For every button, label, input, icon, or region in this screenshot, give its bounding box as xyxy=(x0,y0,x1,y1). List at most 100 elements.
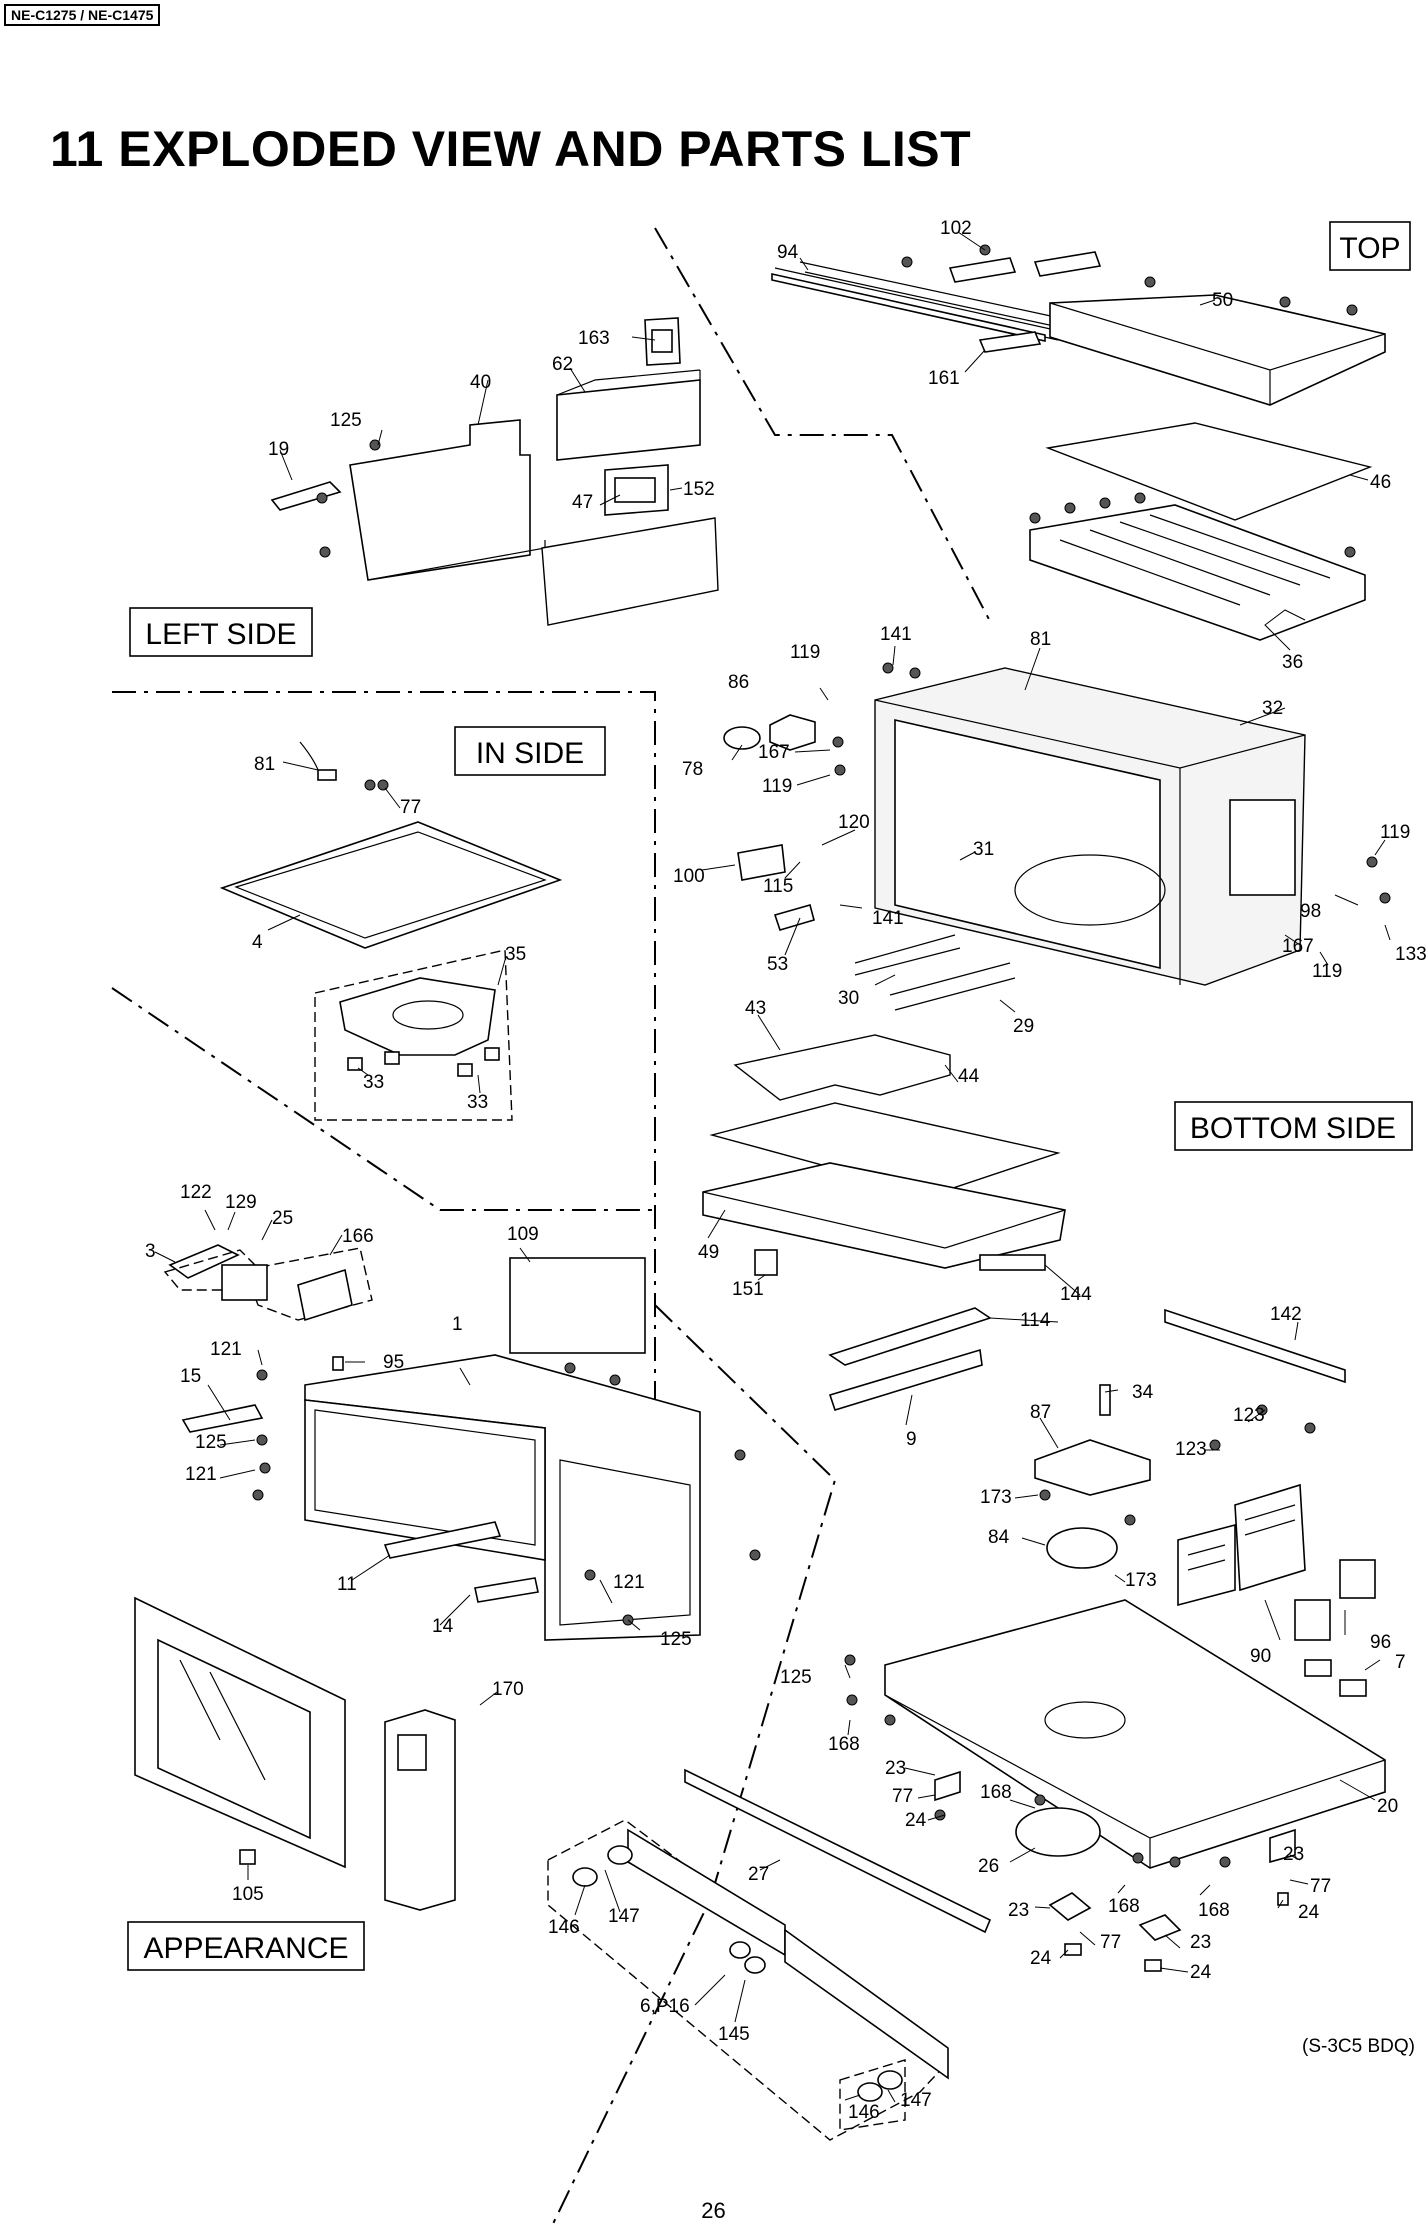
part-label: 146 xyxy=(848,2102,880,2123)
bottom-side-section xyxy=(702,1034,1376,1697)
part-label: 121 xyxy=(185,1464,217,1485)
part-label: 77 xyxy=(1100,1932,1121,1953)
in-side-section xyxy=(219,741,563,1121)
oven-cavity xyxy=(723,662,1391,1011)
part-label: 24 xyxy=(1298,1902,1320,1923)
part-label: 163 xyxy=(578,328,610,349)
part-label: 168 xyxy=(828,1734,860,1755)
section-top: TOP xyxy=(1329,221,1411,271)
part-label: 20 xyxy=(1377,1796,1398,1817)
part-label: 168 xyxy=(980,1782,1012,1803)
part-label: 78 xyxy=(682,759,703,780)
part-label: 168 xyxy=(1108,1896,1140,1917)
page-title: 11 EXPLODED VIEW AND PARTS LIST xyxy=(50,121,972,177)
part-label: 24 xyxy=(1030,1948,1052,1969)
outer-case xyxy=(163,1244,761,1641)
part-label: 96 xyxy=(1370,1632,1391,1653)
part-label: 122 xyxy=(180,1182,212,1203)
svg-text:APPEARANCE: APPEARANCE xyxy=(143,1932,348,1965)
part-label: 33 xyxy=(363,1072,384,1093)
part-label: 94 xyxy=(777,242,799,263)
appearance-section xyxy=(134,1596,456,1911)
part-label: 31 xyxy=(973,839,994,860)
part-label: 152 xyxy=(683,479,715,500)
part-label: 125 xyxy=(330,410,362,431)
part-label: 23 xyxy=(1283,1844,1304,1865)
part-label: 100 xyxy=(673,866,705,887)
part-label: 19 xyxy=(268,439,289,460)
part-label: 146 xyxy=(548,1917,580,1938)
part-label: 145 xyxy=(718,2024,750,2045)
part-label: 84 xyxy=(988,1527,1010,1548)
top-section xyxy=(771,244,1386,641)
part-label: 173 xyxy=(1125,1570,1157,1591)
part-label: 173 xyxy=(980,1487,1012,1508)
svg-text:LEFT SIDE: LEFT SIDE xyxy=(145,618,296,651)
part-label: 141 xyxy=(872,908,904,929)
part-label: 87 xyxy=(1030,1402,1051,1423)
svg-text:BOTTOM SIDE: BOTTOM SIDE xyxy=(1190,1112,1396,1145)
part-label: 98 xyxy=(1300,901,1321,922)
part-label: 125 xyxy=(660,1629,692,1650)
part-label: 141 xyxy=(880,624,912,645)
part-label: 121 xyxy=(613,1572,645,1593)
bottom-plate xyxy=(547,1599,1386,2141)
part-label: 147 xyxy=(608,1906,640,1927)
part-label: 129 xyxy=(225,1192,257,1213)
part-label: 29 xyxy=(1013,1016,1034,1037)
part-label: 33 xyxy=(467,1092,488,1113)
part-label: 3 xyxy=(145,1241,156,1262)
part-label: 4 xyxy=(252,932,263,953)
part-label: 9 xyxy=(906,1429,917,1450)
leader-lines xyxy=(154,231,1391,2103)
part-label: 168 xyxy=(1198,1900,1230,1921)
section-appearance: APPEARANCE xyxy=(127,1921,365,1971)
part-label: 170 xyxy=(492,1679,524,1700)
part-label: 109 xyxy=(507,1224,539,1245)
part-label: 46 xyxy=(1370,472,1391,493)
part-label: 25 xyxy=(272,1208,293,1229)
part-label: 166 xyxy=(342,1226,374,1247)
part-label: 123 xyxy=(1175,1439,1207,1460)
part-label: 144 xyxy=(1060,1284,1092,1305)
svg-text:IN SIDE: IN SIDE xyxy=(476,737,584,770)
part-label: 119 xyxy=(762,776,792,797)
part-label: 43 xyxy=(745,998,766,1019)
part-label: 36 xyxy=(1282,652,1303,673)
section-bottom-side: BOTTOM SIDE xyxy=(1174,1101,1413,1151)
part-label: 49 xyxy=(698,1242,719,1263)
svg-text:TOP: TOP xyxy=(1339,232,1400,265)
part-label: 114 xyxy=(1020,1310,1051,1331)
part-label: 119 xyxy=(790,642,820,663)
part-label: 40 xyxy=(470,372,491,393)
part-label: 81 xyxy=(254,754,275,775)
part-label: 32 xyxy=(1262,698,1283,719)
part-label: 77 xyxy=(1310,1876,1331,1897)
part-label: 23 xyxy=(1008,1900,1029,1921)
part-label: 53 xyxy=(767,954,788,975)
part-labels: 102 94 50 161 46 36 163 62 40 125 19 47 … xyxy=(145,218,1427,2123)
part-label: 133 xyxy=(1395,944,1427,965)
model-tag: NE-C1275 / NE-C1475 xyxy=(4,4,161,26)
part-label: 167 xyxy=(758,742,790,763)
part-label: 6,P16 xyxy=(640,1996,690,2017)
part-label: 34 xyxy=(1132,1382,1154,1403)
part-label: 119 xyxy=(1312,961,1342,982)
part-label: 24 xyxy=(1190,1962,1212,1983)
diagram-code: (S-3C5 BDQ) xyxy=(1302,2036,1415,2057)
page-number: 26 xyxy=(701,2198,726,2223)
part-label: 44 xyxy=(958,1066,980,1087)
part-label: 27 xyxy=(748,1864,769,1885)
part-label: 161 xyxy=(928,368,960,389)
part-label: 151 xyxy=(732,1279,764,1300)
part-label: 86 xyxy=(728,672,749,693)
section-in-side: IN SIDE xyxy=(454,726,606,776)
part-label: 50 xyxy=(1212,290,1233,311)
part-label: 147 xyxy=(900,2090,932,2111)
part-label: 15 xyxy=(180,1366,201,1387)
part-label: 119 xyxy=(1380,822,1410,843)
part-label: 81 xyxy=(1030,629,1051,650)
part-label: 30 xyxy=(838,988,859,1009)
part-label: 1 xyxy=(452,1314,463,1335)
